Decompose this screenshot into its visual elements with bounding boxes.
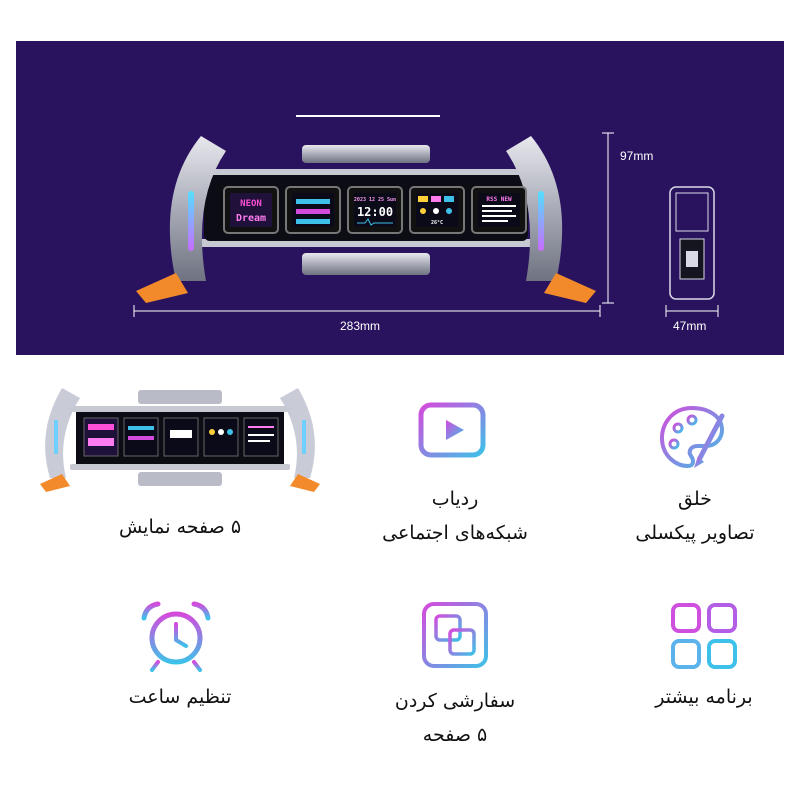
screen-4: 26°C xyxy=(409,186,465,234)
palette-icon xyxy=(659,405,725,469)
depth-label: 47mm xyxy=(673,319,707,333)
screen-3: 2023 12 25 Sun 12:00 xyxy=(347,186,403,234)
weather-temp: 26°C xyxy=(431,220,443,226)
right-wing xyxy=(506,136,563,281)
device-illustration: NEON Dream 2023 12 25 Sun 12:00 26 xyxy=(133,115,719,317)
left-rgb-light xyxy=(188,191,194,251)
feature-custom-line1: سفارشی کردن xyxy=(394,690,516,712)
play-icon xyxy=(418,402,486,465)
feature-social-label: ردیاب شبکه‌های اجتماعی xyxy=(355,482,555,550)
top-handle xyxy=(302,145,430,163)
top-line xyxy=(296,115,440,117)
screen-1: NEON Dream xyxy=(223,186,279,234)
feature-social-line1: ردیاب xyxy=(431,488,479,510)
product-dimension-banner: NEON Dream 2023 12 25 Sun 12:00 26 xyxy=(16,41,784,355)
svg-text:NEON: NEON xyxy=(240,199,262,209)
width-label: 283mm xyxy=(340,319,381,333)
feature-pixel-line2: تصاویر پیکسلی xyxy=(635,522,755,544)
feature-alarm-line1: تنظیم ساعت xyxy=(128,686,232,708)
device-thumbnail xyxy=(40,388,320,492)
height-label: 97mm xyxy=(620,149,654,163)
layers-icon xyxy=(422,602,488,668)
right-foot xyxy=(544,273,596,303)
rss-title: RSS NEW xyxy=(486,196,512,203)
right-rgb-light xyxy=(538,191,544,251)
screen-5: RSS NEW xyxy=(471,186,527,234)
bottom-base xyxy=(302,253,430,275)
left-foot xyxy=(136,273,188,303)
screen-2 xyxy=(285,186,341,234)
feature-screens-line1: ۵ صفحه نمایش xyxy=(118,516,242,538)
feature-custom-line2: ۵ صفحه xyxy=(422,724,488,746)
clock-time: 12:00 xyxy=(357,205,393,219)
grid-icon xyxy=(671,603,737,669)
alarm-clock-icon xyxy=(141,601,211,672)
feature-pixel-line1: خلق xyxy=(678,488,712,510)
feature-apps-line1: برنامه بیشتر xyxy=(655,686,753,708)
side-view-device xyxy=(669,186,715,300)
feature-pixel-label: خلق تصاویر پیکسلی xyxy=(600,482,790,550)
feature-alarm-label: تنظیم ساعت xyxy=(90,680,270,714)
feature-apps-label: برنامه بیشتر xyxy=(614,680,794,714)
feature-screens-label: ۵ صفحه نمایش xyxy=(80,510,280,544)
left-wing xyxy=(169,136,226,281)
svg-text:Dream: Dream xyxy=(236,213,266,224)
clock-date: 2023 12 25 Sun xyxy=(354,197,396,203)
feature-custom-label: سفارشی کردن ۵ صفحه xyxy=(355,684,555,752)
feature-social-line2: شبکه‌های اجتماعی xyxy=(382,522,528,544)
